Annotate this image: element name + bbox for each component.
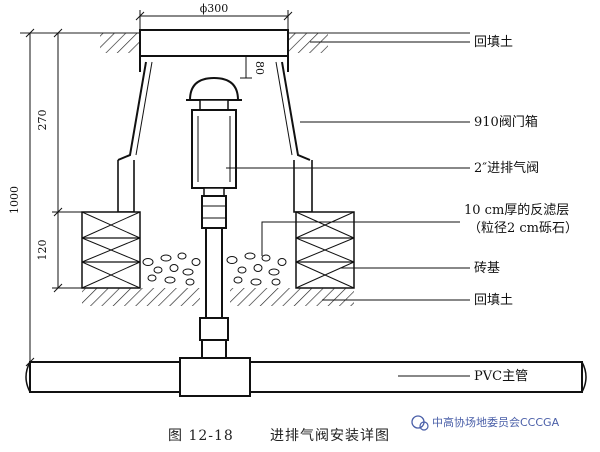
- brick-base-right: [295, 211, 355, 289]
- dim-base-height: 120: [36, 240, 49, 261]
- label-air-valve: 2″进排气阀: [474, 160, 539, 176]
- valve-box-wall-right: [281, 61, 311, 161]
- gravel-filter-layer: [142, 252, 287, 286]
- label-backfill-top: 回填土: [474, 35, 513, 50]
- cover-plate: [139, 29, 289, 57]
- dim-box-height: 270: [36, 110, 49, 131]
- label-pvc-main: PVC主管: [474, 369, 528, 384]
- dim-cap-gap: 80: [253, 61, 266, 75]
- valve-box-wall-left-inner: [135, 61, 153, 156]
- pipe-coupling-upper: [201, 195, 227, 229]
- leader-filter-layer: [261, 221, 460, 256]
- box-side-left: [117, 160, 135, 213]
- riser-pipe: [205, 227, 223, 321]
- valve-box-wall-left: [117, 61, 147, 161]
- label-filter-layer-1: 10 cm厚的反滤层: [464, 202, 569, 218]
- figure-number: 图 12-18: [168, 428, 234, 444]
- dim-top-width: ϕ300: [200, 2, 229, 15]
- figure-title: 进排气阀安装详图: [270, 428, 390, 444]
- label-valve-box: 910阀门箱: [474, 114, 538, 130]
- air-valve-body: [191, 109, 237, 189]
- valve-box-wall-right-inner: [275, 61, 293, 156]
- watermark: 中高协场地委员会CCCGA: [411, 415, 560, 431]
- tee-fitting: [179, 357, 251, 397]
- watermark-text: 中高协场地委员会CCCGA: [432, 415, 560, 429]
- backfill-hatch-left: [100, 33, 140, 53]
- pipe-coupling-lower: [199, 317, 229, 341]
- pvc-main-pipe: [29, 361, 583, 393]
- label-brick-base: 砖基: [474, 261, 500, 276]
- dim-total-height: 1000: [8, 186, 21, 214]
- brick-base-left: [81, 211, 141, 289]
- backfill-hatch-right: [288, 33, 328, 53]
- label-backfill-bottom: 回填土: [474, 293, 513, 308]
- valve-cap: [188, 76, 240, 101]
- label-filter-layer-2: （粒径2 cm砾石）: [468, 221, 578, 236]
